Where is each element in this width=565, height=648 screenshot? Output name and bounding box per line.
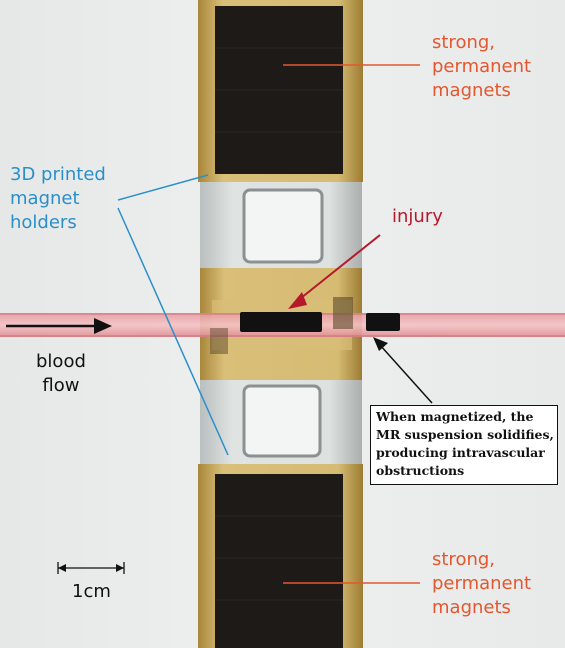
bottom-magnet-grid [215, 515, 343, 601]
injury-arrowhead [288, 292, 307, 309]
upper-window [242, 188, 324, 264]
holder-leader-bottom [117, 207, 229, 456]
lower-window [242, 384, 322, 458]
flow-arrowhead [94, 318, 112, 334]
holders-label: 3D printed magnet holders [10, 164, 106, 233]
injury-label: injury [392, 206, 443, 227]
callout-arrow [379, 344, 433, 404]
holder-leader-top [117, 174, 209, 201]
bottom-magnet [215, 474, 343, 648]
obstruction-small [366, 313, 400, 331]
obstruction-main [240, 312, 322, 332]
injury-arrow [295, 234, 381, 303]
blood-flow-label: blood flow [36, 351, 86, 396]
top-magnet-grid [215, 47, 343, 133]
mr-callout-box: When magnetized, the MR suspension solid… [370, 405, 558, 485]
callout-arrowhead [373, 337, 388, 351]
scale-bar [57, 562, 125, 574]
bottom-magnets-label: strong, permanent magnets [432, 549, 532, 618]
top-magnets-label: strong, permanent magnets [432, 32, 532, 101]
scale-label: 1cm [72, 581, 111, 602]
